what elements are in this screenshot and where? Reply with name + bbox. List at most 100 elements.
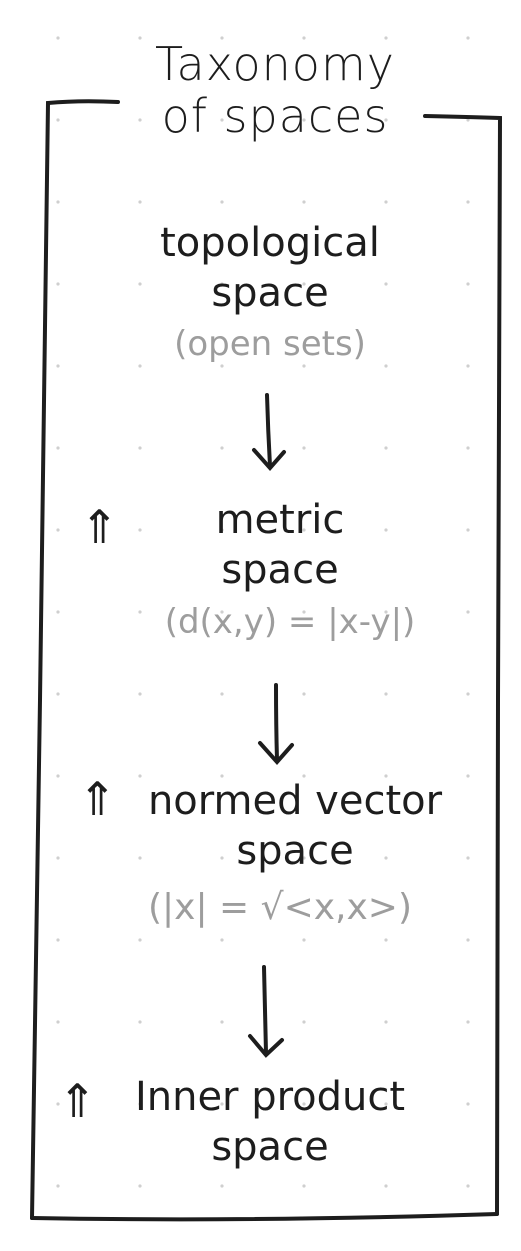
grid-dot bbox=[56, 1020, 60, 1024]
grid-dot bbox=[138, 938, 142, 942]
grid-dot bbox=[220, 692, 224, 696]
grid-dot bbox=[56, 36, 60, 40]
up-arrow-normed: ⇑ bbox=[78, 772, 117, 826]
grid-dot bbox=[384, 1102, 388, 1106]
grid-dot bbox=[138, 364, 142, 368]
frame-border-bottom bbox=[30, 1212, 499, 1222]
grid-dot bbox=[384, 528, 388, 532]
dot-grid bbox=[56, 36, 470, 1188]
down-arrow-3 bbox=[248, 965, 284, 1058]
grid-dot bbox=[56, 528, 60, 532]
grid-dot bbox=[384, 856, 388, 860]
node-inner-product-space: Inner product space bbox=[110, 1072, 430, 1172]
grid-dot bbox=[220, 528, 224, 532]
grid-dot bbox=[56, 692, 60, 696]
title-line-1: Taxonomy bbox=[155, 37, 395, 91]
grid-dot bbox=[56, 1102, 60, 1106]
grid-dot bbox=[466, 1102, 470, 1106]
grid-dot bbox=[384, 364, 388, 368]
grid-dot bbox=[220, 610, 224, 614]
grid-dot bbox=[138, 200, 142, 204]
grid-dot bbox=[56, 118, 60, 122]
grid-dot bbox=[466, 446, 470, 450]
grid-dot bbox=[138, 774, 142, 778]
diagram-title: Taxonomy of spaces bbox=[130, 38, 420, 142]
grid-dot bbox=[302, 1184, 306, 1188]
grid-dot bbox=[220, 1184, 224, 1188]
grid-dot bbox=[466, 856, 470, 860]
title-line-2: of spaces bbox=[161, 89, 389, 143]
note-open-sets: (open sets) bbox=[174, 324, 366, 364]
grid-dot bbox=[302, 118, 306, 122]
grid-dot bbox=[138, 282, 142, 286]
grid-dot bbox=[138, 610, 142, 614]
grid-dot bbox=[384, 36, 388, 40]
grid-dot bbox=[56, 200, 60, 204]
grid-dot bbox=[466, 610, 470, 614]
up-arrow-metric: ⇑ bbox=[80, 500, 119, 554]
grid-dot bbox=[220, 364, 224, 368]
grid-dot bbox=[384, 938, 388, 942]
node-label-line-2: space bbox=[221, 547, 339, 593]
grid-dot bbox=[138, 1020, 142, 1024]
grid-dot bbox=[220, 200, 224, 204]
grid-dot bbox=[302, 446, 306, 450]
node-metric-space: metric space bbox=[125, 495, 435, 595]
grid-dot bbox=[56, 1184, 60, 1188]
grid-dot bbox=[220, 36, 224, 40]
node-normed-vector-space: normed vector space bbox=[130, 776, 460, 876]
grid-dot bbox=[302, 36, 306, 40]
frame-border-right-top bbox=[423, 114, 503, 1216]
down-arrow-2 bbox=[258, 683, 294, 766]
grid-dot bbox=[466, 774, 470, 778]
grid-dot bbox=[220, 774, 224, 778]
grid-dot bbox=[138, 1184, 142, 1188]
grid-dot bbox=[138, 118, 142, 122]
grid-dot bbox=[384, 200, 388, 204]
grid-dot bbox=[466, 1020, 470, 1024]
node-label-line-2: space bbox=[211, 1124, 329, 1170]
node-label-line-2: space bbox=[236, 828, 354, 874]
grid-dot bbox=[302, 1020, 306, 1024]
node-label-line-1: Inner product bbox=[134, 1074, 406, 1120]
grid-dot bbox=[138, 528, 142, 532]
frame-border-left-top bbox=[30, 99, 120, 1220]
grid-dot bbox=[138, 1102, 142, 1106]
grid-dot bbox=[384, 1184, 388, 1188]
grid-dot bbox=[302, 692, 306, 696]
grid-dot bbox=[466, 1184, 470, 1188]
grid-dot bbox=[466, 118, 470, 122]
grid-dot bbox=[56, 610, 60, 614]
grid-dot bbox=[466, 36, 470, 40]
grid-dot bbox=[302, 528, 306, 532]
down-arrow-1 bbox=[252, 393, 286, 472]
grid-dot bbox=[56, 774, 60, 778]
grid-dot bbox=[220, 118, 224, 122]
grid-dot bbox=[384, 774, 388, 778]
grid-dot bbox=[220, 446, 224, 450]
node-label-line-1: metric bbox=[215, 497, 345, 543]
node-label-line-1: topological bbox=[160, 220, 380, 266]
grid-dot bbox=[302, 200, 306, 204]
grid-dot bbox=[138, 36, 142, 40]
grid-dot bbox=[220, 1102, 224, 1106]
grid-dot bbox=[56, 856, 60, 860]
grid-dot bbox=[466, 528, 470, 532]
grid-dot bbox=[384, 1020, 388, 1024]
grid-dot bbox=[220, 938, 224, 942]
grid-dot bbox=[466, 938, 470, 942]
grid-dot bbox=[56, 364, 60, 368]
node-label-line-1: normed vector bbox=[147, 778, 443, 824]
note-metric-definition: (d(x,y) = |x-y|) bbox=[164, 602, 416, 642]
grid-dot bbox=[302, 364, 306, 368]
grid-dot bbox=[302, 856, 306, 860]
grid-dot bbox=[220, 1020, 224, 1024]
grid-dot bbox=[138, 446, 142, 450]
grid-dot bbox=[302, 610, 306, 614]
node-topological-space: topological space bbox=[120, 218, 420, 318]
grid-dot bbox=[56, 282, 60, 286]
grid-dot bbox=[56, 938, 60, 942]
grid-dot bbox=[466, 364, 470, 368]
grid-dot bbox=[384, 118, 388, 122]
